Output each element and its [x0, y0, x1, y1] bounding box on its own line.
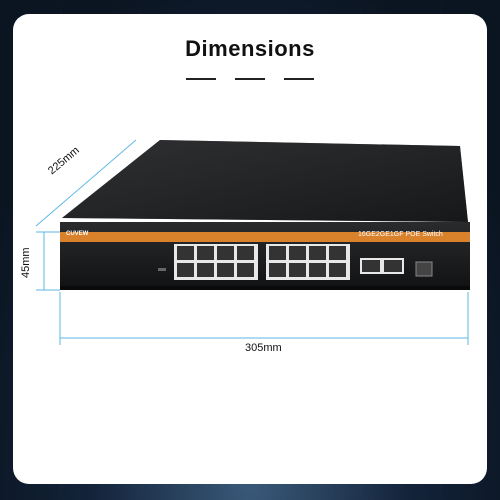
switch-bottom-edge	[60, 286, 470, 290]
uplink-ports	[360, 258, 404, 274]
brand-logo-text: CUVEW	[66, 231, 89, 237]
depth-line	[35, 139, 137, 227]
width-label: 305mm	[245, 342, 282, 354]
port-block-2	[266, 244, 350, 280]
model-label: 16GE2GE1GF POE Switch	[358, 231, 443, 238]
front-orange-stripe	[60, 232, 470, 242]
title-dash	[186, 78, 216, 80]
power-led	[158, 268, 166, 271]
sfp-port	[415, 261, 433, 277]
title-dash	[235, 78, 265, 80]
height-label: 45mm	[20, 247, 32, 278]
title-dash	[284, 78, 314, 80]
port-block-1	[174, 244, 258, 280]
page-title: Dimensions	[185, 36, 315, 61]
